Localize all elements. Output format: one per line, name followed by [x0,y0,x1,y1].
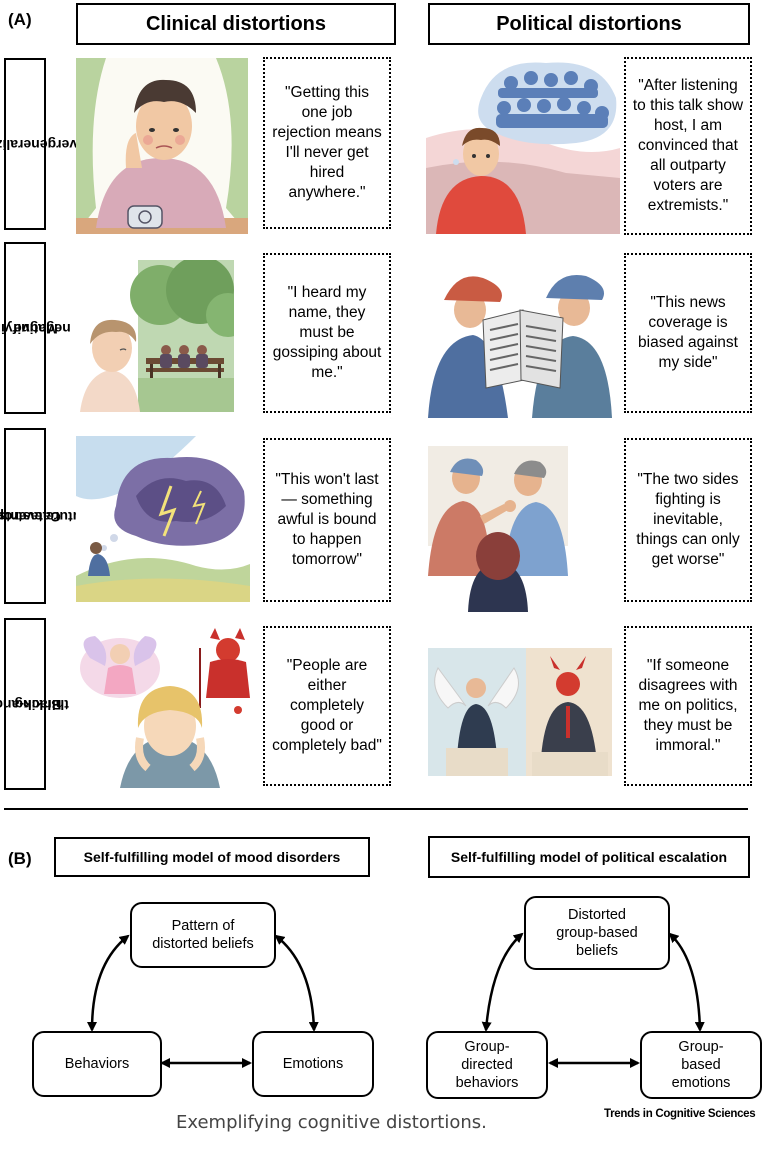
illustration-men-reading-newspapers [428,270,612,418]
node-text: Distorted [567,907,626,923]
illustration-angel-and-devil-politicians [428,648,612,776]
illustration-man-with-crowd-bubble [426,58,620,234]
quote-clinical-overgeneralization: "Getting this one job rejection means I'… [263,57,391,229]
node-distorted-beliefs: Pattern of distorted beliefs [130,902,276,968]
illustration-woman-and-bench [80,260,234,412]
quote-clinical-magnifying: "I heard my name, they must be gossiping… [263,253,391,413]
node-text: group-based [556,925,638,941]
node-text: directed [461,1057,513,1073]
illustration-storm-over-person [76,436,250,602]
row-label-line: Overgeneralization [0,136,89,153]
node-text: behaviors [455,1075,519,1091]
node-group-directed-behaviors: Group-directed behaviors [426,1031,548,1099]
node-text: emotions [671,1075,731,1091]
col-header-political: Political distortions [428,3,750,45]
figure-caption: Exemplifying cognitive distortions. [176,1112,487,1133]
row-label-overgeneralization: Overgeneralization [0,58,88,230]
quote-political-magnifying: "This news coverage is biased against my… [624,253,752,413]
cycle-arrows [87,932,705,1068]
quote-clinical-catastrophizing: "This won't last— something awful is bou… [263,438,391,602]
node-emotions: Emotions [252,1031,374,1097]
panel-a-label: (A) [8,10,32,29]
row-label-line: negative [13,320,71,337]
quote-clinical-black-and-white: "People are either completely good or co… [263,626,391,786]
quote-political-black-and-white: "If someone disagrees with me on politic… [624,626,752,786]
illustration-men-fighting [428,446,568,612]
node-behaviors: Behaviors [32,1031,162,1097]
row-label-magnifying: Magnifying thenegative [0,242,70,414]
illustration-sad-man-on-phone [76,58,248,234]
col-header-clinical: Clinical distortions [76,3,396,45]
model-title-political-escalation: Self-fulfilling model of political escal… [428,836,750,878]
panel-divider [4,808,748,810]
node-group-based-beliefs: Distorted group-based beliefs [524,896,670,970]
node-text: Emotions [282,1056,344,1072]
model-title-mood-disorders: Self-fulfilling model of mood disorders [54,837,370,877]
node-text: Pattern of [171,918,235,934]
row-label-black-and-white: Black-and-whitethinking [0,618,69,790]
node-text: Behaviors [64,1056,130,1072]
node-text: beliefs [576,943,618,959]
node-text: Group- [464,1039,510,1055]
row-label-catastrophizing: Catastrophizingfuture events [0,428,86,604]
quote-political-catastrophizing: "The two sides fighting is inevitable, t… [624,438,752,602]
node-text: Group- [678,1039,724,1055]
node-group-based-emotions: Group-based emotions [640,1031,762,1099]
node-text: based [681,1057,721,1073]
journal-brand: Trends in Cognitive Sciences [604,1108,756,1120]
illustration-angel-devil-woman [70,628,260,788]
node-text: distorted beliefs [152,936,254,952]
quote-political-overgeneralization: "After listening to this talk show host,… [624,57,752,235]
panel-b-label: (B) [8,849,32,868]
